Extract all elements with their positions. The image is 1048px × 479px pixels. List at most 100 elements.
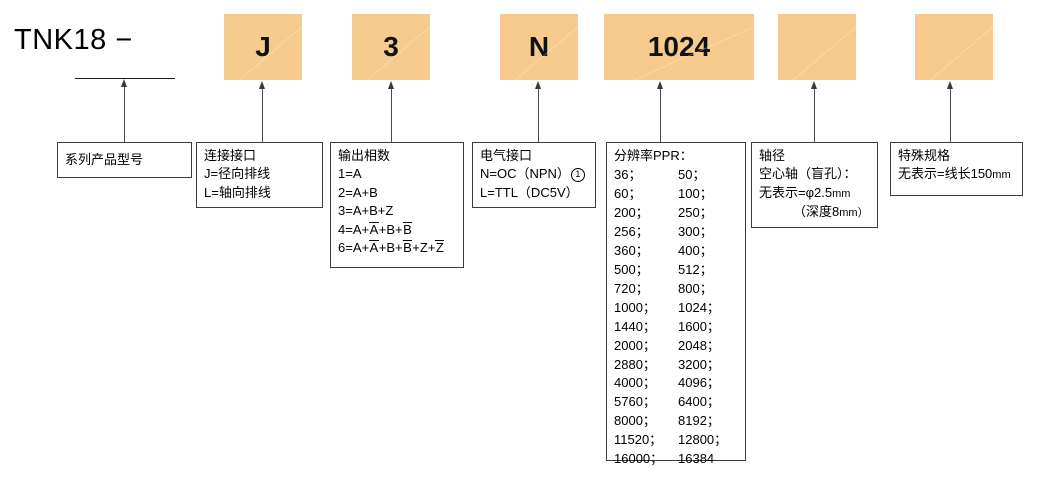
ppr-value: 3200； — [678, 356, 720, 372]
connector-output — [391, 88, 392, 142]
ppr-value: 16000； — [614, 451, 664, 467]
ppr-value: 1440； — [614, 318, 656, 334]
output-option-3: 3=A+B+Z — [338, 203, 394, 219]
ppr-value-grid: 36； 50； 60； 100； 200； 250； 256； 300； 360； 400； 500… — [614, 166, 739, 469]
ppr-value: 360； — [614, 243, 649, 259]
arrowhead-ppr — [656, 81, 663, 89]
output-option-6: 6=A+A+B+B+Z+Z — [338, 239, 457, 257]
ppr-value: 5760； — [614, 394, 656, 410]
note-marker-1-icon: 1 — [570, 168, 585, 183]
shaft-depth-label: （深度 — [793, 203, 833, 219]
ppr-value: 300； — [678, 224, 713, 240]
ppr-value: 11520； — [614, 432, 663, 448]
tile-connection-interface[interactable]: J — [224, 14, 302, 80]
tile-output-phase[interactable]: 3 — [352, 14, 430, 80]
output-title: 输出相数 — [338, 148, 391, 163]
ppr-value: 1600； — [678, 318, 720, 334]
desc-box-output: 输出相数 1=A 2=A+B 3=A+B+Z 4=A+A+B+B 6=A+A+B… — [330, 142, 464, 268]
ppr-value: 2000； — [614, 337, 656, 353]
ppr-value: 512； — [678, 261, 713, 277]
connector-series — [124, 86, 125, 142]
ppr-value: 4000； — [614, 375, 656, 391]
output-6-mid2: +Z+ — [412, 240, 436, 256]
electrical-npn-text: N=OC（NPN） — [480, 166, 570, 182]
shaft-diameter-unit: mm — [832, 187, 851, 200]
ppr-value: 800； — [678, 280, 713, 296]
desc-box-ppr: 分辨率PPR： 36； 50； 60； 100； 200； 250； 256； 300； 360… — [606, 142, 746, 466]
shaft-depth: （深度8mm） — [759, 203, 871, 222]
arrowhead-output — [387, 81, 394, 89]
arrowhead-special — [946, 81, 953, 89]
desc-box-electrical: 电气接口 N=OC（NPN）1 L=TTL（DC5V） — [472, 142, 596, 208]
output-option-2: 2=A+B — [338, 184, 378, 200]
ppr-value: 2048； — [678, 337, 720, 353]
special-default-cable: 无表示=线长150mm — [898, 165, 1016, 184]
ppr-value: 250； — [678, 205, 713, 221]
output-4-b-bar: B — [402, 221, 413, 237]
special-cable-length: 无表示=线长150 — [898, 166, 993, 182]
connector-electrical — [538, 88, 539, 142]
ppr-value: 36； — [614, 167, 642, 183]
output-4-a-bar: A — [369, 221, 379, 237]
desc-box-connection: 连接接口 J=径向排线 L=轴向排线 — [196, 142, 323, 208]
ppr-value: 720； — [614, 280, 649, 296]
electrical-option-l: L=TTL（DC5V） — [480, 184, 579, 200]
shaft-depth-value: 8 — [832, 203, 840, 219]
connection-title: 连接接口 — [204, 148, 257, 163]
tile-special-spec[interactable] — [915, 14, 993, 80]
output-6-a-bar: A — [369, 240, 379, 256]
arrowhead-series — [120, 79, 127, 87]
desc-box-series: 系列产品型号 — [57, 142, 192, 178]
ppr-value: 100； — [678, 186, 713, 202]
tile-resolution-ppr[interactable]: 1024 — [604, 14, 754, 80]
ppr-value: 2880； — [614, 356, 656, 372]
tile-electrical-interface[interactable]: N — [500, 14, 578, 80]
shaft-diameter-value: 无表示=φ2.5 — [759, 184, 833, 200]
ppr-value: 1000； — [614, 299, 656, 315]
ppr-value: 50； — [678, 167, 706, 183]
special-title: 特殊规格 — [898, 148, 951, 163]
ppr-value: 1024； — [678, 299, 720, 315]
desc-box-special: 特殊规格 无表示=线长150mm — [890, 142, 1023, 196]
shaft-type: 空心轴（盲孔）： — [759, 166, 857, 182]
arrowhead-connection — [258, 81, 265, 89]
series-title: 系列产品型号 — [65, 151, 144, 167]
ppr-value: 500； — [614, 261, 649, 277]
special-cable-unit: mm — [992, 169, 1011, 182]
electrical-option-n: N=OC（NPN）1 — [480, 165, 589, 183]
connection-option-j: J=径向排线 — [204, 166, 271, 182]
ppr-value: 200； — [614, 205, 649, 221]
connection-option-l: L=轴向排线 — [204, 184, 271, 200]
output-option-1: 1=A — [338, 166, 362, 182]
ppr-value: 60； — [614, 186, 642, 202]
connector-special — [950, 88, 951, 142]
ppr-value: 256； — [614, 224, 649, 240]
output-6-pre: 6=A+ — [338, 240, 370, 256]
output-6-b-bar: B — [402, 240, 413, 256]
output-6-mid1: +B+ — [378, 240, 403, 256]
ppr-value: 6400； — [678, 394, 720, 410]
ppr-value: 12800； — [678, 432, 728, 448]
connector-connection — [262, 88, 263, 142]
output-4-mid: +B+ — [378, 221, 403, 237]
ppr-title: 分辨率PPR： — [614, 148, 693, 163]
ppr-value: 16384 — [678, 451, 715, 467]
shaft-default-diameter: 无表示=φ2.5mm — [759, 184, 871, 203]
output-6-z-bar: Z — [435, 240, 445, 256]
connector-ppr — [660, 88, 661, 142]
output-option-4: 4=A+A+B+B — [338, 221, 457, 239]
output-4-pre: 4=A+ — [338, 221, 370, 237]
connector-shaft — [814, 88, 815, 142]
model-prefix-text: TNK18 − — [14, 24, 133, 56]
ppr-value: 8000； — [614, 413, 656, 429]
ppr-value: 8192； — [678, 413, 720, 429]
shaft-depth-unit: mm） — [839, 206, 869, 219]
ppr-value: 400； — [678, 243, 713, 259]
model-prefix-underline — [75, 78, 175, 79]
tile-shaft-diameter[interactable] — [778, 14, 856, 80]
electrical-title: 电气接口 — [480, 148, 533, 163]
ppr-value: 4096； — [678, 375, 720, 391]
shaft-title: 轴径 — [759, 148, 786, 163]
arrowhead-shaft — [810, 81, 817, 89]
